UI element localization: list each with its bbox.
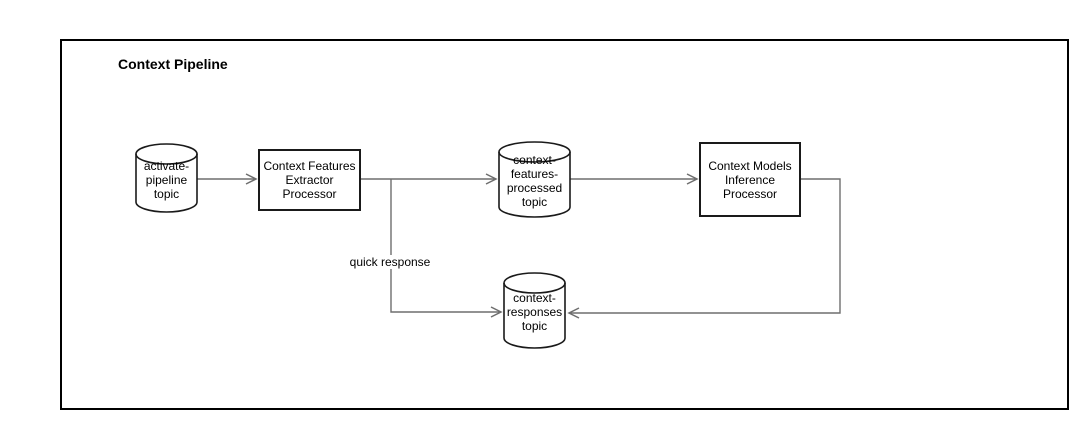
cylinder-lid: [498, 151, 571, 163]
cylinder-activate-pipeline-topic: [135, 143, 198, 213]
cylinder-context-features-processed-topic: [498, 141, 571, 218]
process-context-models-inference: [699, 142, 801, 217]
cylinder-context-responses-topic: [503, 272, 566, 349]
edge-inference-to-responses-topic: [567, 178, 841, 319]
cylinder-lid: [135, 153, 198, 165]
process-context-features-extractor: [258, 149, 361, 211]
edge-quick-response-to-responses-topic: [390, 179, 503, 318]
cylinder-lid: [503, 282, 566, 294]
diagram-canvas-border: [60, 39, 1069, 410]
diagram-title: Context Pipeline: [118, 56, 228, 72]
edge-label-quick-response: quick response: [347, 255, 433, 269]
cylinder-body: [498, 141, 571, 218]
cylinder-body: [135, 143, 198, 213]
cylinder-body: [503, 272, 566, 349]
